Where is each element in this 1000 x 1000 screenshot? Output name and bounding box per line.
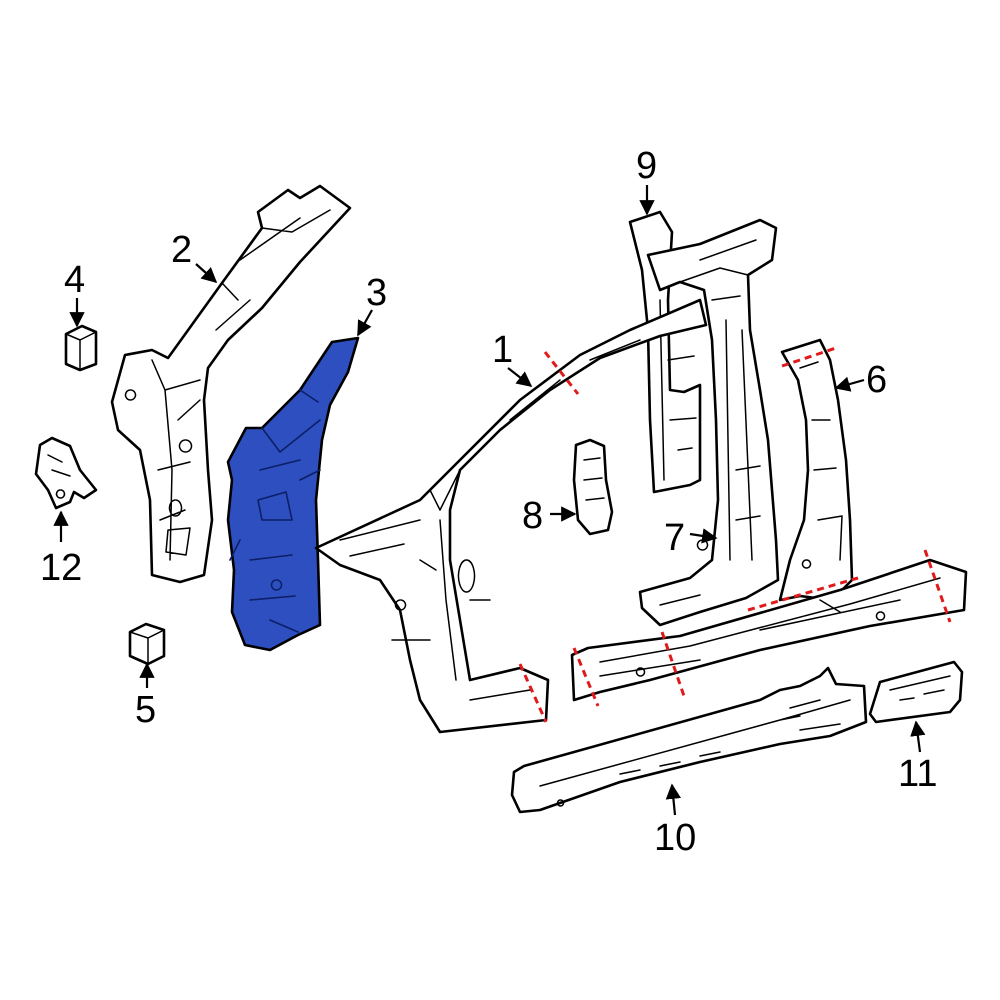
callout-1[interactable]: 1 [492, 329, 513, 371]
callout-11[interactable]: 11 [898, 753, 937, 795]
part-5-block[interactable] [128, 622, 166, 666]
part-8-bracket[interactable] [572, 438, 614, 536]
rocker-inner-panel[interactable] [570, 558, 968, 702]
part-9-center-pillar-reinforcement[interactable] [628, 210, 702, 494]
part-3-front-pillar-reinforcement[interactable] [226, 336, 360, 652]
callout-7[interactable]: 7 [664, 517, 685, 559]
part-12-bracket[interactable] [34, 436, 98, 510]
part-6-pillar[interactable] [778, 338, 854, 602]
callout-2[interactable]: 2 [171, 229, 192, 271]
callout-labels: 1 2 3 4 5 6 7 8 9 10 11 12 [40, 145, 937, 859]
part-2-inner-pillar[interactable] [110, 184, 352, 584]
part-4-block[interactable] [64, 324, 98, 372]
cut-lines [518, 346, 952, 723]
callout-6[interactable]: 6 [866, 359, 887, 401]
part-1-body-side-outer[interactable] [314, 298, 708, 734]
callout-9[interactable]: 9 [636, 145, 657, 187]
part-7-center-pillar[interactable] [638, 218, 780, 627]
callout-8[interactable]: 8 [522, 495, 543, 537]
callout-12[interactable]: 12 [40, 547, 82, 589]
part-10-rocker[interactable] [510, 666, 868, 814]
callout-3[interactable]: 3 [366, 272, 387, 314]
callout-5[interactable]: 5 [135, 689, 156, 731]
part-11-panel[interactable] [868, 660, 964, 724]
callout-10[interactable]: 10 [654, 817, 696, 859]
callout-4[interactable]: 4 [64, 259, 85, 301]
leader-lines [53, 185, 926, 816]
